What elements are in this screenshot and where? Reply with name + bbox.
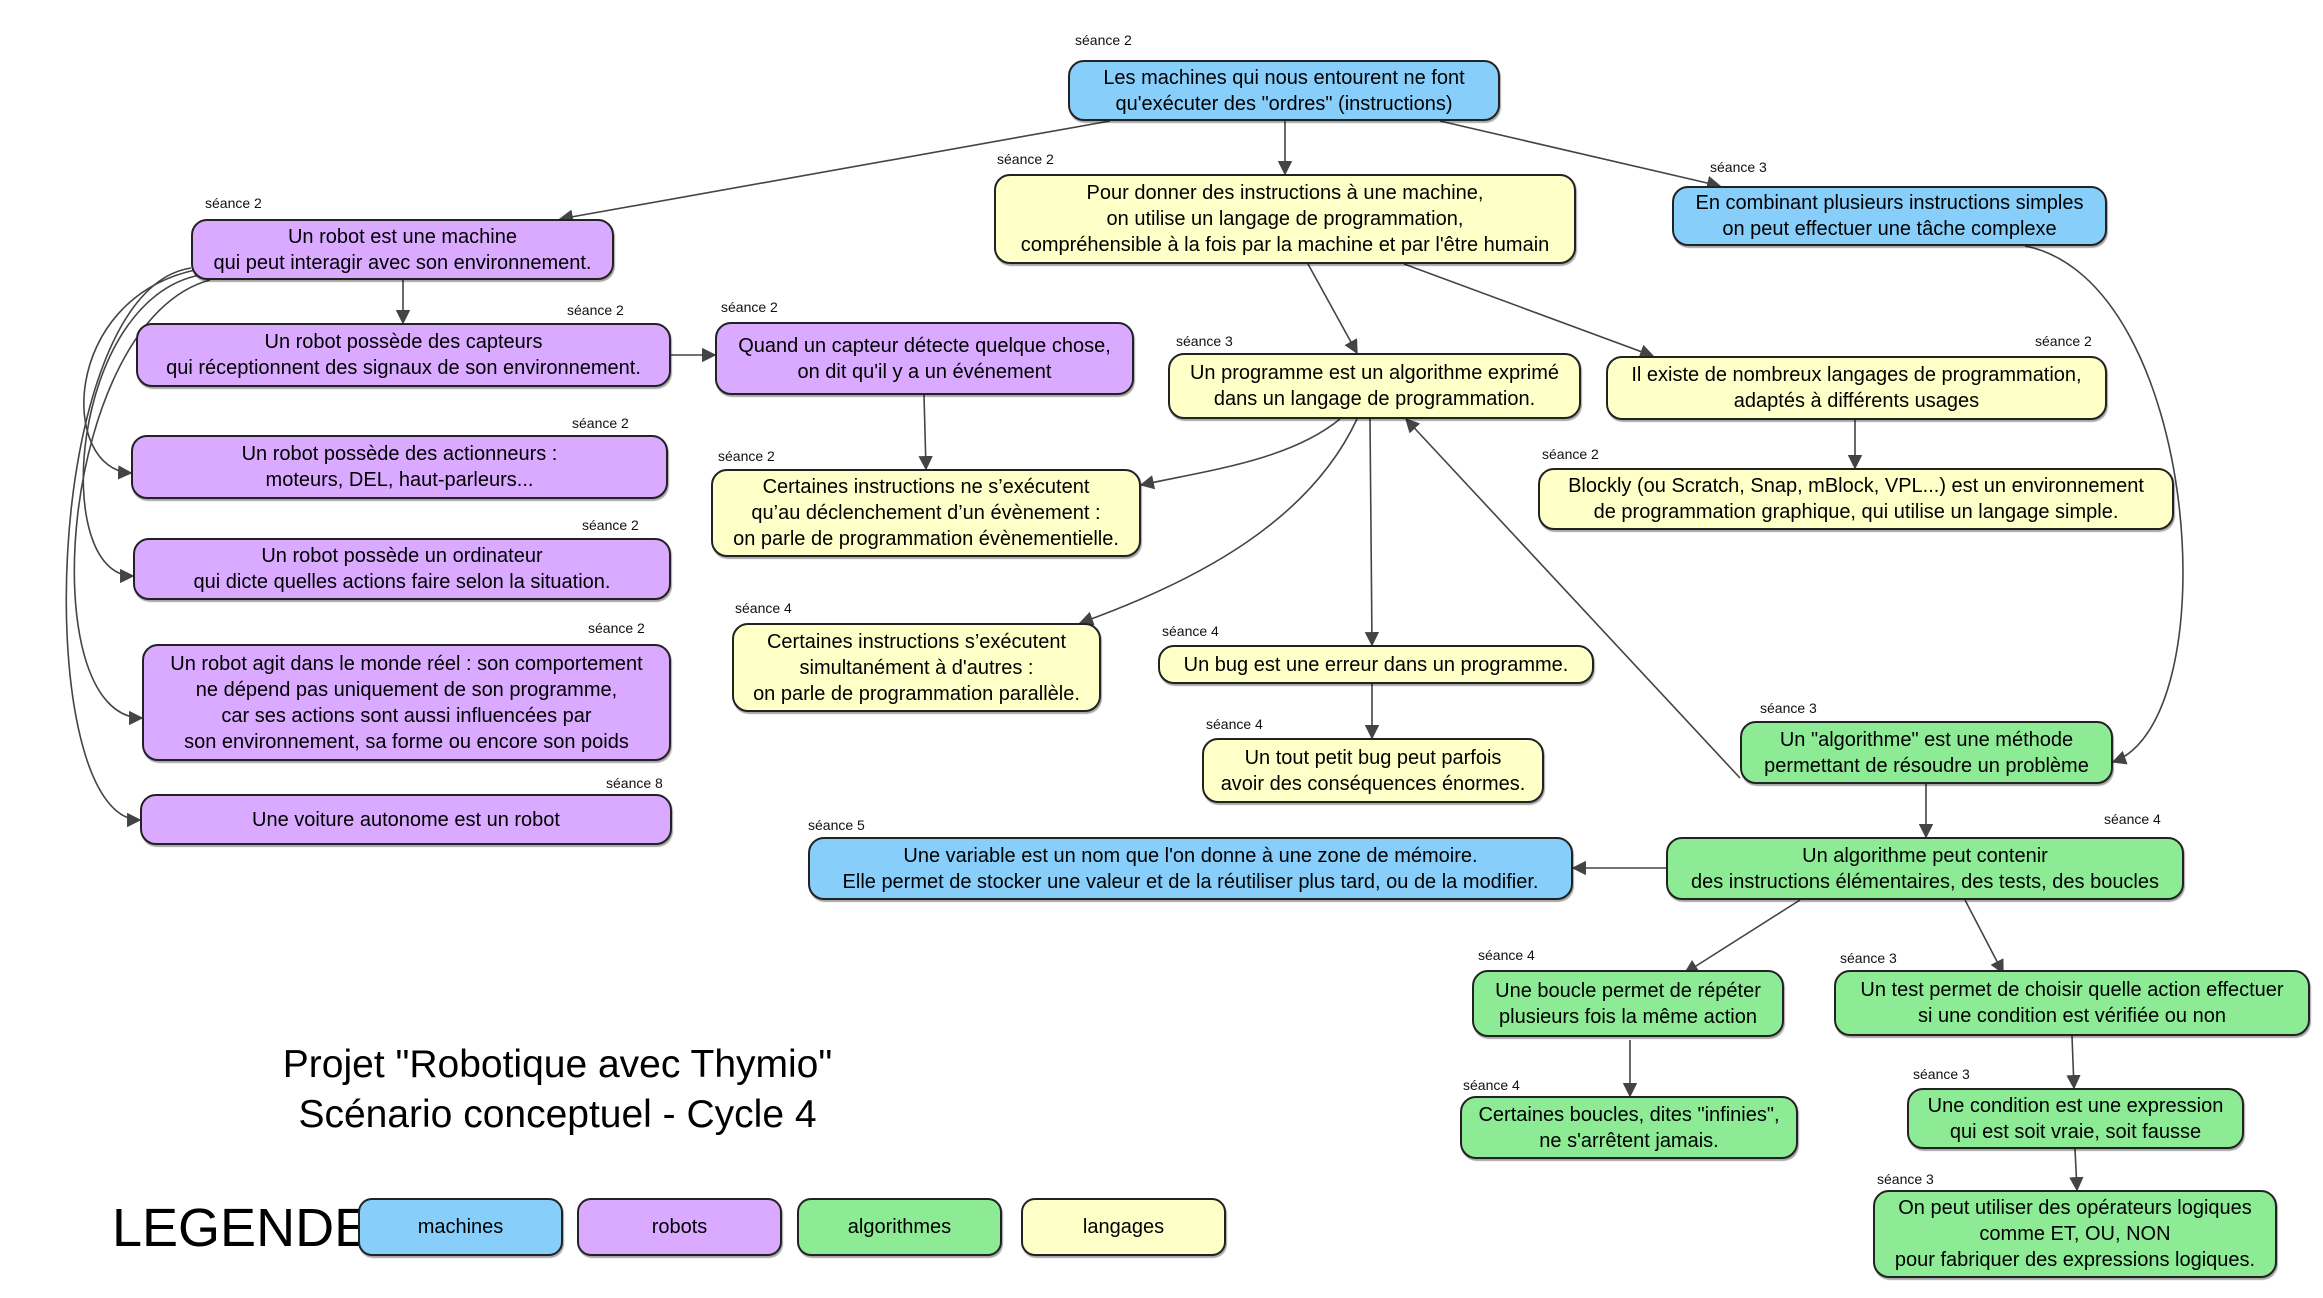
seance-label: séance 2 bbox=[718, 448, 775, 464]
legend-label: LEGENDE bbox=[112, 1198, 371, 1258]
edge-programme-to-evenementielle bbox=[1139, 418, 1341, 490]
legend-robots: robots bbox=[577, 1198, 782, 1256]
seance-label: séance 4 bbox=[1478, 947, 1535, 963]
seance-label: séance 4 bbox=[1162, 623, 1219, 639]
concept-capteurs[interactable]: Un robot possède des capteurs qui récept… bbox=[136, 323, 671, 387]
concept-boucles-infinies[interactable]: Certaines boucles, dites "infinies", ne … bbox=[1460, 1096, 1798, 1159]
seance-label: séance 4 bbox=[1206, 716, 1263, 732]
diagram-title: Projet "Robotique avec Thymio" Scénario … bbox=[282, 1043, 833, 1136]
concept-robot-agit-monde-reel[interactable]: Un robot agit dans le monde réel : son c… bbox=[142, 644, 671, 761]
legend-langages: langages bbox=[1021, 1198, 1226, 1256]
concept-robot-machine[interactable]: Un robot est une machine qui peut intera… bbox=[191, 219, 614, 280]
seance-label: séance 4 bbox=[735, 600, 792, 616]
concept-quand-capteur-evenement[interactable]: Quand un capteur détecte quelque chose, … bbox=[715, 322, 1134, 395]
seance-label: séance 5 bbox=[808, 817, 865, 833]
legend-algorithmes: algorithmes bbox=[797, 1198, 1002, 1256]
concept-blockly[interactable]: Blockly (ou Scratch, Snap, mBlock, VPL..… bbox=[1538, 468, 2174, 530]
seance-label: séance 4 bbox=[2104, 811, 2161, 827]
seance-label: séance 3 bbox=[1710, 159, 1767, 175]
edge-algo-contenir-to-boucle bbox=[1683, 899, 1801, 974]
concept-operateurs-logiques[interactable]: On peut utiliser des opérateurs logiques… bbox=[1873, 1190, 2277, 1278]
seance-label: séance 2 bbox=[582, 517, 639, 533]
edge-pour-donner-to-programme bbox=[1307, 263, 1358, 355]
seance-label: séance 2 bbox=[997, 151, 1054, 167]
seance-label: séance 2 bbox=[1075, 32, 1132, 48]
edge-condition-to-operateurs bbox=[2069, 1148, 2084, 1192]
seance-label: séance 2 bbox=[721, 299, 778, 315]
concept-test[interactable]: Un test permet de choisir quelle action … bbox=[1834, 970, 2310, 1036]
concept-pour-donner-instructions[interactable]: Pour donner des instructions à une machi… bbox=[994, 174, 1576, 264]
seance-label: séance 2 bbox=[1542, 446, 1599, 462]
edge-test-to-condition bbox=[2066, 1035, 2081, 1090]
concept-combinant-instructions[interactable]: En combinant plusieurs instructions simp… bbox=[1672, 186, 2107, 246]
concept-machines-ordres[interactable]: Les machines qui nous entourent ne font … bbox=[1068, 60, 1500, 121]
concept-bug[interactable]: Un bug est une erreur dans un programme. bbox=[1158, 645, 1594, 684]
seance-label: séance 3 bbox=[1913, 1066, 1970, 1082]
concept-nombreux-langages[interactable]: Il existe de nombreux langages de progra… bbox=[1606, 356, 2107, 420]
edge-robot-machine-to-ordinateur bbox=[82, 274, 201, 584]
concept-ordinateur[interactable]: Un robot possède un ordinateur qui dicte… bbox=[133, 538, 671, 600]
seance-label: séance 8 bbox=[606, 775, 663, 791]
concept-programmation-parallele[interactable]: Certaines instructions s’exécutent simul… bbox=[732, 623, 1101, 712]
seance-label: séance 3 bbox=[1877, 1171, 1934, 1187]
seance-label: séance 2 bbox=[205, 195, 262, 211]
edge-algo-contenir-to-test bbox=[1964, 899, 2004, 975]
concept-petit-bug[interactable]: Un tout petit bug peut parfois avoir des… bbox=[1202, 738, 1544, 803]
seance-label: séance 3 bbox=[1840, 950, 1897, 966]
legend-machines: machines bbox=[358, 1198, 563, 1256]
concept-programmation-evenementielle[interactable]: Certaines instructions ne s’exécutent qu… bbox=[711, 469, 1141, 557]
concept-programme[interactable]: Un programme est un algorithme exprimé d… bbox=[1168, 353, 1581, 419]
concept-boucle[interactable]: Une boucle permet de répéter plusieurs f… bbox=[1472, 970, 1784, 1037]
seance-label: séance 4 bbox=[1463, 1077, 1520, 1093]
edge-programme-to-bug bbox=[1364, 418, 1380, 647]
seance-label: séance 2 bbox=[567, 302, 624, 318]
concept-algorithme-methode[interactable]: Un "algorithme" est une méthode permetta… bbox=[1740, 721, 2113, 784]
seance-label: séance 3 bbox=[1760, 700, 1817, 716]
seance-label: séance 2 bbox=[588, 620, 645, 636]
seance-label: séance 3 bbox=[1176, 333, 1233, 349]
concept-voiture-autonome[interactable]: Une voiture autonome est un robot bbox=[140, 794, 672, 845]
concept-algorithme-contenu[interactable]: Un algorithme peut contenir des instruct… bbox=[1666, 837, 2184, 900]
concept-variable[interactable]: Une variable est un nom que l'on donne à… bbox=[808, 837, 1573, 900]
edge-quand-capteur-to-evenementielle bbox=[918, 394, 933, 471]
edge-pour-donner-to-il-existe bbox=[1403, 263, 1655, 359]
seance-label: séance 2 bbox=[2035, 333, 2092, 349]
seance-label: séance 2 bbox=[572, 415, 629, 431]
concept-condition[interactable]: Une condition est une expression qui est… bbox=[1907, 1088, 2244, 1149]
concept-actionneurs[interactable]: Un robot possède des actionneurs : moteu… bbox=[131, 435, 668, 499]
